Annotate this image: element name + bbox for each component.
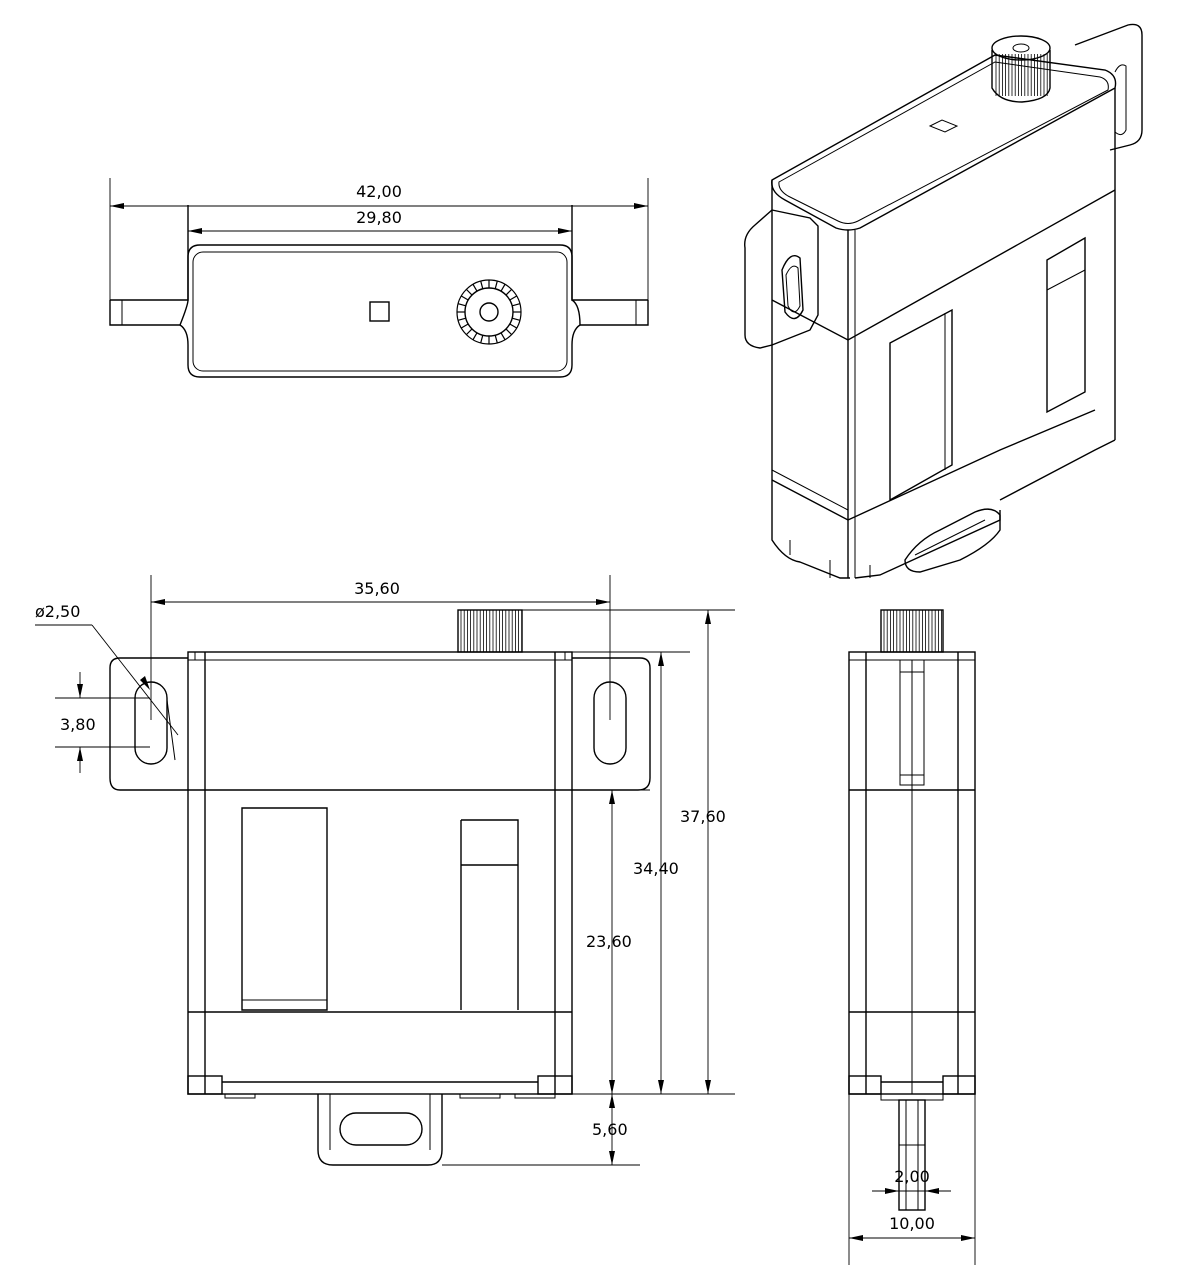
- dim-body-width: 29,80: [356, 208, 402, 227]
- side-view: 2,00 10,00: [848, 609, 976, 1265]
- dim-slot-length: 3,80: [60, 715, 96, 734]
- front-view: 35,60 ø2,50 3,80 37,60 34,40: [35, 575, 735, 1166]
- isometric-view: [744, 23, 1143, 579]
- top-view: 42,00 29,80: [109, 178, 649, 378]
- iso-gear-icon: [991, 35, 1051, 103]
- dim-total-height: 37,60: [680, 807, 726, 826]
- pot-square-icon: [369, 301, 390, 322]
- iso-pot-square-icon: [928, 119, 959, 133]
- dim-hole-diameter: ø2,50: [35, 602, 80, 621]
- dim-side-width: 10,00: [889, 1214, 935, 1233]
- dim-mount-to-base: 23,60: [586, 932, 632, 951]
- spline-gear-icon: [456, 279, 522, 345]
- dim-hole-spacing: 35,60: [354, 579, 400, 598]
- dim-overall-width: 42,00: [356, 182, 402, 201]
- dim-bottom-tab: 5,60: [592, 1120, 628, 1139]
- dim-body-height: 34,40: [633, 859, 679, 878]
- side-spline-icon: [880, 609, 944, 653]
- dim-shaft-width: 2,00: [894, 1167, 930, 1186]
- bottom-mount-slot: [339, 1112, 423, 1146]
